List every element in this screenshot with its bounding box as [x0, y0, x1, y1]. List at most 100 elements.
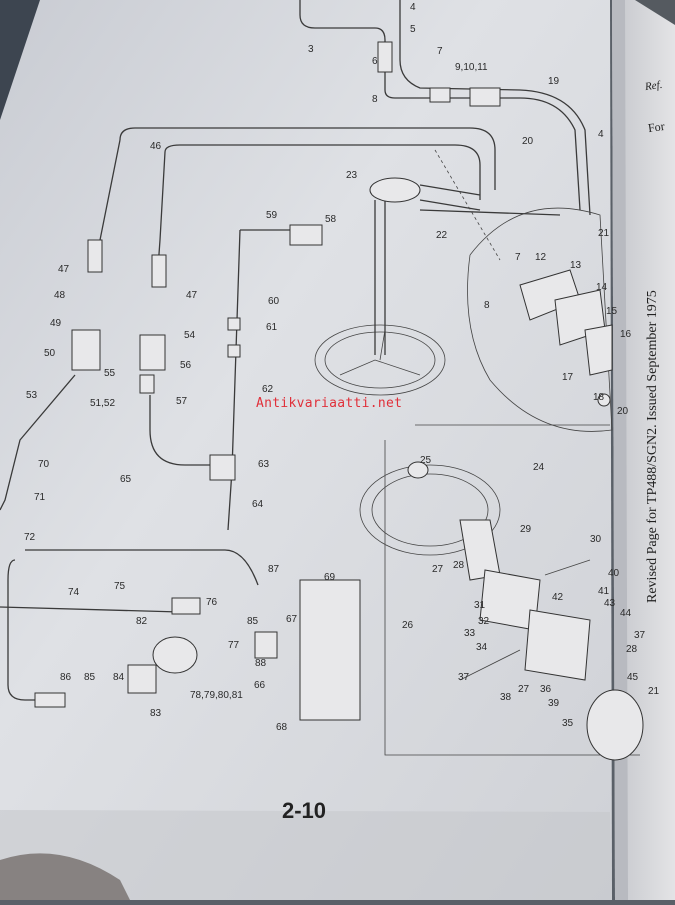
part-callout: 24 — [533, 462, 545, 473]
part-callout: 44 — [620, 608, 632, 619]
part-callout: 37 — [458, 672, 470, 683]
watermark: Antikvariaatti.net — [256, 396, 403, 411]
page-edge-shadow — [0, 0, 40, 120]
part-callout: 41 — [598, 586, 610, 597]
part-callout: 37 — [634, 630, 646, 641]
part-callout: 69 — [324, 572, 336, 583]
part-callout: 25 — [420, 455, 432, 466]
part-callout: 71 — [34, 492, 46, 503]
part-callout: 76 — [206, 597, 218, 608]
right-page-text: For — [647, 118, 666, 136]
part-callout: 20 — [522, 136, 534, 147]
steering-column-inset — [359, 424, 644, 761]
part-callout: 88 — [255, 658, 267, 669]
part-callout: 5 — [410, 24, 416, 35]
part-callout: 77 — [228, 640, 240, 651]
part-callout: 34 — [476, 642, 488, 653]
part-callout: 36 — [540, 684, 552, 695]
part-callout: 53 — [26, 390, 38, 401]
part-callout: 38 — [500, 692, 512, 703]
part-callout: 16 — [620, 329, 632, 340]
part-callout: 8 — [484, 300, 490, 311]
page-gutter — [612, 0, 628, 900]
part-callout: 33 — [464, 628, 476, 639]
part-callout: 7 — [437, 46, 443, 57]
part-callout: 35 — [562, 718, 574, 729]
part-callout: 29 — [520, 524, 532, 535]
part-callout: 26 — [402, 620, 414, 631]
part-callout: 13 — [570, 260, 582, 271]
part-callout: 85 — [247, 616, 259, 627]
part-callout: 3 — [308, 44, 314, 55]
part-callout: 21 — [648, 686, 660, 697]
part-callout: 48 — [54, 290, 66, 301]
part-callout: 21 — [598, 228, 610, 239]
part-callout: 86 — [60, 672, 72, 683]
part-callout: 85 — [84, 672, 96, 683]
part-callout: 83 — [150, 708, 162, 719]
part-callout: 8 — [372, 94, 378, 105]
part-callout: 39 — [548, 698, 560, 709]
part-callout: 72 — [24, 532, 36, 543]
part-callout: 64 — [252, 499, 264, 510]
part-callout: 56 — [180, 360, 192, 371]
part-callout: 27 — [518, 684, 530, 695]
right-page — [612, 0, 675, 900]
part-callout: 62 — [262, 384, 274, 395]
part-callout: 43 — [604, 598, 616, 609]
part-callout: 60 — [268, 296, 280, 307]
left-piping — [0, 224, 323, 531]
part-callout: 19 — [548, 76, 560, 87]
part-callout: 63 — [258, 459, 270, 470]
part-callout: 84 — [113, 672, 125, 683]
lower-piping — [0, 549, 361, 721]
part-callout: 40 — [608, 568, 620, 579]
page-number: 2-10 — [282, 798, 327, 823]
part-callout: 23 — [346, 170, 358, 181]
part-callout: 70 — [38, 459, 50, 470]
part-callout: 18 — [593, 392, 605, 403]
part-callout: 68 — [276, 722, 288, 733]
part-callout: 67 — [286, 614, 298, 625]
right-page-ref-header: Ref. — [644, 78, 664, 94]
part-callout: 27 — [432, 564, 444, 575]
part-callout: 49 — [50, 318, 62, 329]
part-callout: 45 — [627, 672, 639, 683]
part-callout: 42 — [552, 592, 564, 603]
part-callout: 9,10,11 — [455, 62, 488, 73]
part-callout: 4 — [410, 2, 416, 13]
part-callout: 74 — [68, 587, 80, 598]
part-callout: 57 — [176, 396, 188, 407]
part-callout: 78,79,80,81 — [190, 690, 243, 701]
part-callout: 12 — [535, 252, 547, 263]
part-callout: 4 — [598, 129, 604, 140]
part-callout: 82 — [136, 616, 148, 627]
part-callout: 7 — [515, 252, 521, 263]
part-callout: 87 — [268, 564, 280, 575]
part-callout: 47 — [58, 264, 70, 275]
revision-note: Revised Page for TP488/SGN2. Issued Sept… — [645, 290, 660, 603]
part-callout: 47 — [186, 290, 198, 301]
part-callout: 15 — [606, 306, 618, 317]
steering-wheel-upper — [314, 177, 561, 396]
part-callout: 22 — [436, 230, 448, 241]
part-callout: 50 — [44, 348, 56, 359]
part-callout: 32 — [478, 616, 490, 627]
part-callout: 75 — [114, 581, 126, 592]
part-callout: 14 — [596, 282, 608, 293]
part-callout: 28 — [453, 560, 465, 571]
valve-inset — [434, 149, 613, 432]
part-callout: 51,52 — [90, 398, 115, 409]
part-callout: 61 — [266, 322, 278, 333]
part-callout: 55 — [104, 368, 116, 379]
upper-piping — [87, 0, 591, 288]
part-callout: 20 — [617, 406, 629, 417]
part-callout: 31 — [474, 600, 486, 611]
part-callout: 28 — [626, 644, 638, 655]
part-callout: 30 — [590, 534, 602, 545]
part-callout: 58 — [325, 214, 337, 225]
part-callout: 59 — [266, 210, 278, 221]
